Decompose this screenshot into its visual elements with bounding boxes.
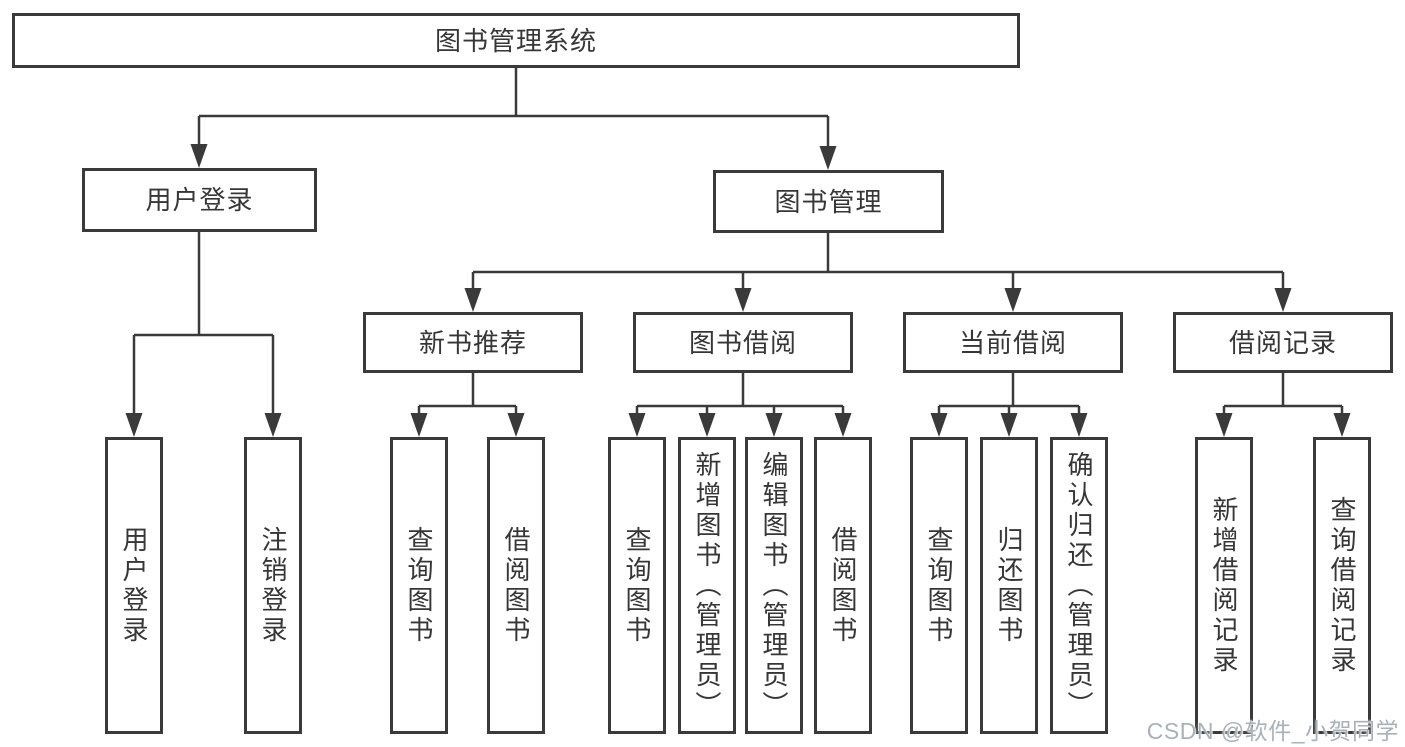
leaf-borrow-books-recommend: 借阅图书 xyxy=(487,437,545,734)
leaf-borrow-books-label: 借阅图书 xyxy=(828,525,858,646)
leaf-query-borrow-record-label: 查询借阅记录 xyxy=(1327,495,1357,676)
leaf-add-book-admin: 新增图书（管理员） xyxy=(678,437,736,734)
node-borrowing-records-label: 借阅记录 xyxy=(1228,327,1337,358)
leaf-query-books-current-label: 查询图书 xyxy=(924,525,954,646)
node-book-borrowing-label: 图书借阅 xyxy=(688,327,797,358)
node-book-management: 图书管理 xyxy=(713,170,944,233)
leaf-return-book: 归还图书 xyxy=(980,437,1038,734)
leaf-confirm-return-admin-label: 确认归还（管理员） xyxy=(1064,450,1094,721)
leaf-add-book-admin-label: 新增图书（管理员） xyxy=(692,450,722,721)
node-user-login: 用户登录 xyxy=(82,168,317,232)
csdn-watermark: CSDN @软件_小贺同学 xyxy=(1146,718,1399,744)
leaf-edit-book-admin: 编辑图书（管理员） xyxy=(745,437,803,734)
leaf-confirm-return-admin: 确认归还（管理员） xyxy=(1050,437,1108,734)
leaf-query-books-current: 查询图书 xyxy=(910,437,968,734)
leaf-borrow-books: 借阅图书 xyxy=(814,437,872,734)
node-current-borrowing-label: 当前借阅 xyxy=(958,327,1067,358)
node-borrowing-records: 借阅记录 xyxy=(1173,312,1393,373)
node-user-login-label: 用户登录 xyxy=(145,185,254,215)
leaf-query-books-recommend: 查询图书 xyxy=(390,437,448,734)
leaf-add-borrow-record: 新增借阅记录 xyxy=(1195,437,1253,734)
leaf-query-borrow-record: 查询借阅记录 xyxy=(1313,437,1371,734)
leaf-logout-label: 注销登录 xyxy=(258,525,288,646)
node-library-management-system: 图书管理系统 xyxy=(12,13,1020,68)
leaf-query-books-recommend-label: 查询图书 xyxy=(404,525,434,646)
node-current-borrowing: 当前借阅 xyxy=(903,312,1123,373)
node-new-book-recommendation-label: 新书推荐 xyxy=(418,327,527,358)
node-book-borrowing: 图书借阅 xyxy=(633,312,853,373)
leaf-user-login: 用户登录 xyxy=(105,437,163,734)
leaf-edit-book-admin-label: 编辑图书（管理员） xyxy=(759,450,789,721)
leaf-logout: 注销登录 xyxy=(244,437,302,734)
leaf-query-books-borrow-label: 查询图书 xyxy=(622,525,652,646)
leaf-user-login-label: 用户登录 xyxy=(119,525,149,646)
node-book-management-label: 图书管理 xyxy=(774,186,883,217)
leaf-borrow-books-recommend-label: 借阅图书 xyxy=(501,525,531,646)
node-library-management-system-label: 图书管理系统 xyxy=(434,25,597,56)
node-new-book-recommendation: 新书推荐 xyxy=(363,312,583,373)
leaf-query-books-borrow: 查询图书 xyxy=(608,437,666,734)
leaf-add-borrow-record-label: 新增借阅记录 xyxy=(1209,495,1239,676)
leaf-return-book-label: 归还图书 xyxy=(994,525,1024,646)
